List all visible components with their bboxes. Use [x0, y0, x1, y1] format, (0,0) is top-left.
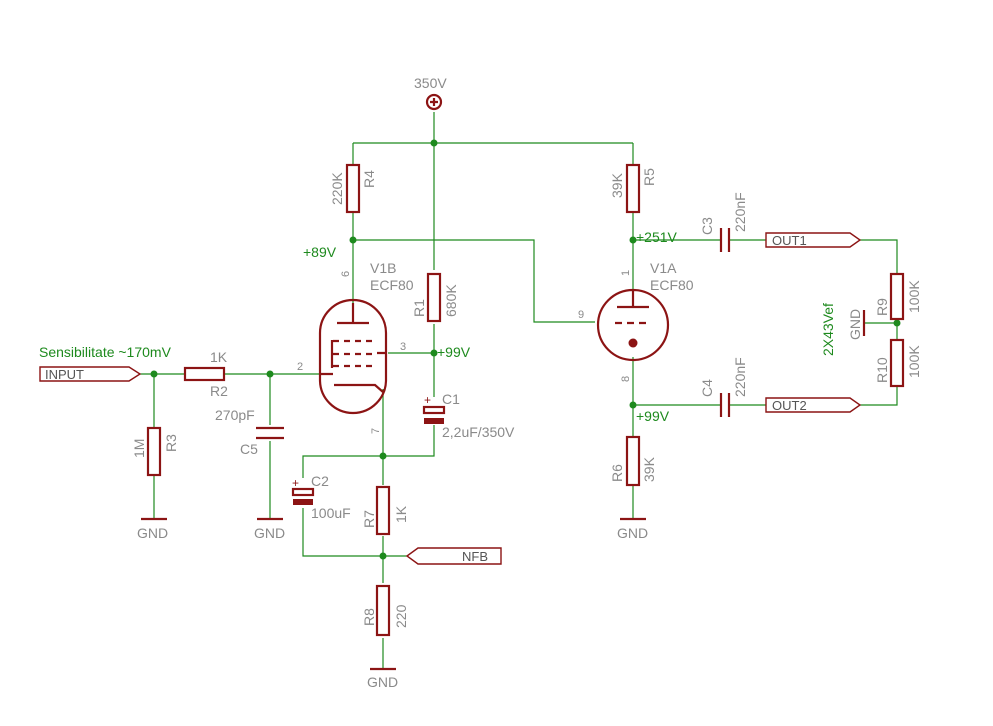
tube-v1b[interactable]: V1B ECF80 6 3 2 7 — [297, 260, 414, 434]
svg-text:GND: GND — [137, 525, 168, 541]
port-out1[interactable]: OUT1 — [765, 232, 862, 248]
svg-text:GND: GND — [254, 525, 285, 541]
junction-dot — [629, 401, 637, 409]
capacitor-c2[interactable]: + C2 100uF — [291, 473, 351, 521]
svg-text:R7: R7 — [361, 510, 377, 528]
ground-r6: GND — [617, 517, 648, 541]
svg-text:C3: C3 — [699, 217, 715, 235]
svg-text:1M: 1M — [131, 439, 147, 458]
svg-text:GND: GND — [617, 525, 648, 541]
svg-text:39K: 39K — [609, 172, 625, 198]
junction-dot — [893, 319, 901, 327]
net-v1b-grid2: +99V — [437, 344, 471, 360]
svg-text:OUT2: OUT2 — [772, 398, 807, 413]
resistor-r10[interactable]: R10 100K — [874, 338, 922, 388]
svg-text:100uF: 100uF — [311, 505, 351, 521]
svg-text:C4: C4 — [699, 379, 715, 397]
net-input-sensitivity: Sensibilitate ~170mV — [39, 344, 172, 360]
svg-text:R6: R6 — [609, 464, 625, 482]
svg-text:OUT1: OUT1 — [772, 233, 807, 248]
svg-text:220: 220 — [393, 604, 409, 628]
svg-text:1K: 1K — [393, 505, 409, 523]
svg-text:6: 6 — [340, 271, 352, 277]
junction-dot — [430, 349, 438, 357]
svg-text:220K: 220K — [329, 172, 345, 205]
ground-mid: GND — [847, 309, 866, 340]
capacitor-c1[interactable]: + C1 2,2uF/350V — [422, 391, 515, 440]
net-v1a-anode: +251V — [636, 229, 678, 245]
net-v1a-cathode: +99V — [636, 408, 670, 424]
resistor-r3[interactable]: 1M R3 — [131, 426, 179, 477]
v1b-name: V1B — [370, 260, 396, 276]
junction-dot — [629, 236, 637, 244]
tube-v1a[interactable]: V1A ECF80 1 9 8 — [578, 260, 694, 382]
svg-text:220nF: 220nF — [732, 192, 748, 232]
svg-text:680K: 680K — [443, 284, 459, 317]
svg-text:C1: C1 — [442, 391, 460, 407]
resistor-r7[interactable]: R7 1K — [361, 485, 409, 536]
junctions — [150, 139, 901, 560]
svg-text:220nF: 220nF — [732, 357, 748, 397]
svg-text:R2: R2 — [210, 383, 228, 399]
ground-r8: GND — [367, 667, 398, 690]
capacitor-c5[interactable]: 270pF C5 — [215, 407, 284, 457]
v1a-type: ECF80 — [650, 277, 694, 293]
port-out2[interactable]: OUT2 — [765, 397, 862, 413]
junction-dot — [379, 552, 387, 560]
supply-label: 350V — [414, 75, 447, 91]
junction-dot — [266, 370, 274, 378]
svg-text:+: + — [292, 476, 299, 490]
capacitor-c4[interactable]: C4 220nF — [699, 357, 748, 417]
svg-text:+: + — [424, 393, 431, 407]
svg-text:R8: R8 — [361, 608, 377, 626]
svg-text:39K: 39K — [641, 456, 657, 482]
resistor-r8[interactable]: R8 220 — [361, 584, 409, 637]
svg-text:C2: C2 — [311, 473, 329, 489]
svg-text:1: 1 — [620, 270, 632, 276]
ground-r3: GND — [137, 517, 168, 541]
v1a-name: V1A — [650, 260, 677, 276]
resistor-r6[interactable]: R6 39K — [609, 435, 657, 487]
svg-text:8: 8 — [620, 376, 632, 382]
svg-text:2: 2 — [297, 361, 303, 373]
svg-text:R4: R4 — [361, 170, 377, 188]
wires — [140, 112, 898, 668]
svg-text:1K: 1K — [210, 349, 228, 365]
capacitor-c3[interactable]: C3 220nF — [699, 192, 748, 252]
svg-text:R3: R3 — [163, 434, 179, 452]
junction-dot — [150, 370, 158, 378]
port-input[interactable]: INPUT — [39, 366, 142, 382]
svg-text:270pF: 270pF — [215, 407, 255, 423]
svg-text:GND: GND — [847, 309, 863, 340]
net-v1b-anode: +89V — [303, 244, 337, 260]
svg-text:100K: 100K — [906, 345, 922, 378]
net-filament: 2X43Vef — [820, 303, 836, 356]
svg-text:R1: R1 — [411, 299, 427, 317]
svg-text:R5: R5 — [641, 168, 657, 186]
svg-text:INPUT: INPUT — [45, 367, 84, 382]
svg-text:100K: 100K — [906, 280, 922, 313]
svg-text:9: 9 — [578, 309, 584, 321]
svg-text:C5: C5 — [240, 441, 258, 457]
junction-dot — [379, 452, 387, 460]
junction-dot — [430, 139, 438, 147]
svg-text:R10: R10 — [874, 357, 890, 383]
resistor-r4[interactable]: 220K R4 — [329, 163, 377, 214]
svg-text:NFB: NFB — [462, 549, 488, 564]
svg-text:GND: GND — [367, 674, 398, 690]
svg-text:2,2uF/350V: 2,2uF/350V — [442, 424, 515, 440]
resistor-r2[interactable]: 1K R2 — [183, 349, 228, 399]
supply-350v: 350V — [414, 75, 447, 111]
port-nfb[interactable]: NFB — [405, 547, 502, 565]
resistor-r9[interactable]: R9 100K — [874, 272, 922, 321]
svg-text:7: 7 — [370, 428, 382, 434]
resistor-r1[interactable]: R1 680K — [411, 272, 459, 323]
v1b-type: ECF80 — [370, 277, 414, 293]
resistor-r5[interactable]: 39K R5 — [609, 163, 657, 214]
svg-text:R9: R9 — [874, 298, 890, 316]
junction-dot — [349, 236, 357, 244]
svg-text:3: 3 — [400, 341, 406, 353]
ground-c5: GND — [254, 517, 285, 541]
